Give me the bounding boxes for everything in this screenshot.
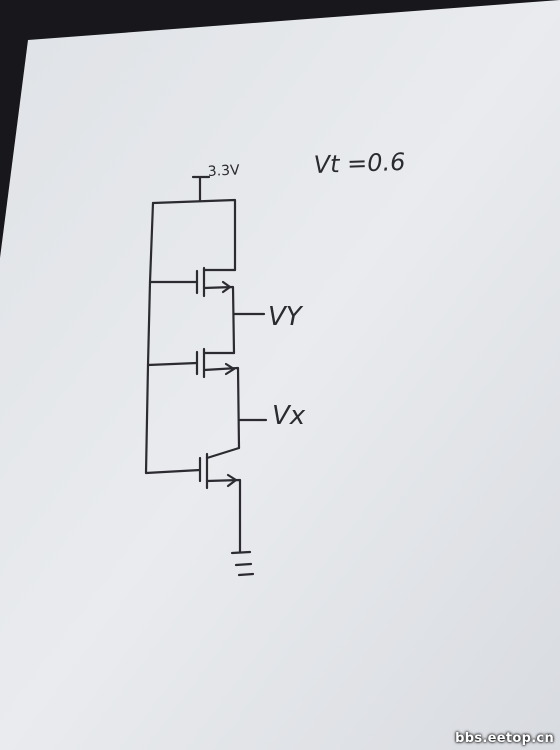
vy-node-label: VY [268, 302, 304, 332]
transistor-1 [148, 266, 237, 355]
threshold-voltage-label: Vt =0.6 [313, 148, 406, 179]
vx-node-label: Vx [272, 401, 306, 431]
watermark-text: bbs.eetop.cn [455, 731, 554, 746]
supply-wire [191, 175, 211, 202]
ground-symbol [230, 550, 255, 577]
circuit-drawing [144, 175, 268, 577]
supply-voltage-label: 3.3V [207, 162, 240, 180]
left-gate-wire [144, 201, 155, 475]
transistor-3 [144, 446, 242, 554]
top-rail [151, 198, 237, 272]
transistor-2 [146, 347, 241, 450]
